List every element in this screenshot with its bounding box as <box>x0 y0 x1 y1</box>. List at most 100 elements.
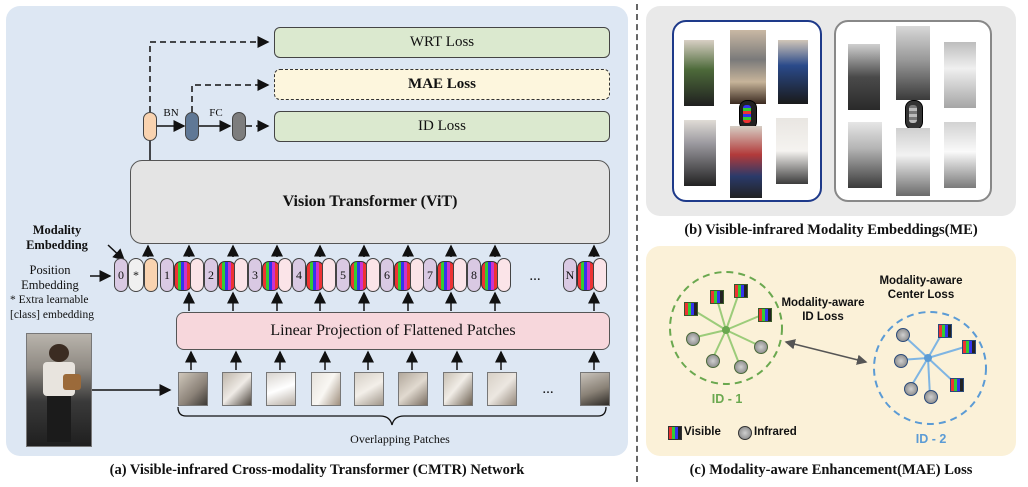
infrared-person-image <box>896 128 930 196</box>
input-person-image <box>26 333 92 447</box>
panel-b-caption: (b) Visible-infrared Modality Embeddings… <box>684 222 978 238</box>
patch-image-6 <box>398 372 428 406</box>
position-pill: 6 <box>380 258 394 292</box>
modality-pill <box>190 258 204 292</box>
wrt-loss-box: WRT Loss <box>274 27 610 58</box>
position-pill: 1 <box>160 258 174 292</box>
position-pill: 5 <box>336 258 350 292</box>
legend-infrared-label: Infrared <box>754 426 797 438</box>
gray-circle-icon <box>754 340 768 354</box>
rgb-grid-icon <box>758 308 772 322</box>
rgb-grid-icon <box>962 340 976 354</box>
fc-node <box>232 112 246 141</box>
modality-pill <box>366 258 380 292</box>
infrared-person-image <box>944 122 976 188</box>
patch-image-1 <box>178 372 208 406</box>
visible-images-frame <box>672 20 822 202</box>
rgb-grid-icon <box>684 302 698 316</box>
gray-circle-icon <box>894 354 908 368</box>
patch-image-4 <box>311 372 341 406</box>
cls-output-node <box>143 112 157 141</box>
cls-modality-token <box>144 258 158 292</box>
patch-image-2 <box>222 372 252 406</box>
patch-image-7 <box>443 372 473 406</box>
linear-projection-box: Linear Projection of Flattened Patches <box>176 312 610 350</box>
cluster-id2-label: ID - 2 <box>915 432 947 446</box>
rgb-grid-icon <box>950 378 964 392</box>
extra-class-note: * Extra learnable [class] embedding <box>10 294 94 321</box>
panel-a-caption: (a) Visible-infrared Cross-modality Tran… <box>109 462 525 478</box>
position-pill: N <box>563 258 577 292</box>
patch-image-5 <box>354 372 384 406</box>
visible-person-image <box>730 126 762 198</box>
gray-circle-icon <box>706 354 720 368</box>
legend-visible-label: Visible <box>684 426 721 438</box>
gray-circle-icon <box>896 328 910 342</box>
patch-image-8 <box>487 372 517 406</box>
token-number: 5 <box>340 268 346 282</box>
fc-label: FC <box>209 107 223 119</box>
patch-image-3 <box>266 372 296 406</box>
mae-loss-box: MAE Loss <box>274 69 610 100</box>
modality-pill <box>322 258 336 292</box>
gray-circle-icon <box>924 390 938 404</box>
vit-box: Vision Transformer (ViT) <box>130 160 610 244</box>
cluster-id1-label: ID - 1 <box>711 392 743 406</box>
id-loss-label: Modality-aware ID Loss <box>781 297 865 323</box>
position-token-0: 0 <box>114 258 128 292</box>
position-pill: 8 <box>467 258 481 292</box>
position-pill: 3 <box>248 258 262 292</box>
token-number: 1 <box>164 268 170 282</box>
gray-circle-icon <box>686 332 700 346</box>
position-embedding-label: Position Embedding <box>21 263 79 292</box>
gray-circle-icon <box>904 382 918 396</box>
position-pill: 2 <box>204 258 218 292</box>
modality-embedding-label: Modality Embedding <box>26 223 88 252</box>
modality-pill <box>593 258 607 292</box>
token-number: 4 <box>296 268 302 282</box>
modality-pill <box>497 258 511 292</box>
position-pill: 4 <box>292 258 306 292</box>
token-number: 3 <box>252 268 258 282</box>
rgb-grid-icon <box>734 284 748 298</box>
token-number: 2 <box>208 268 214 282</box>
position-pill: 7 <box>423 258 437 292</box>
visible-person-image <box>778 40 808 104</box>
token-number: N <box>565 268 575 282</box>
visible-person-image <box>776 118 808 184</box>
class-token-label: * <box>133 268 139 282</box>
gray-circle-icon <box>734 360 748 374</box>
rgb-grid-icon <box>710 290 724 304</box>
visible-person-image <box>684 120 716 186</box>
panel-c-caption: (c) Modality-aware Enhancement(MAE) Loss <box>689 462 973 478</box>
token-0-label: 0 <box>118 268 124 282</box>
infrared-person-image <box>896 26 930 100</box>
patch-image-n <box>580 372 610 406</box>
modality-pill <box>234 258 248 292</box>
token-number: 7 <box>427 268 433 282</box>
token-number: 6 <box>384 268 390 282</box>
bn-node <box>185 112 199 141</box>
panel-divider <box>636 4 638 482</box>
visible-person-image <box>684 40 714 106</box>
infrared-person-image <box>848 122 882 188</box>
cluster-id1-boundary <box>669 271 783 385</box>
infrared-images-frame <box>834 20 992 202</box>
class-token: * <box>128 258 144 292</box>
legend-infrared-icon <box>738 426 752 440</box>
infrared-person-image <box>848 44 880 110</box>
overlapping-patches-label: Overlapping Patches <box>350 432 450 446</box>
patches-ellipsis: ... <box>542 381 554 397</box>
id-loss-box: ID Loss <box>274 111 610 142</box>
modality-pill <box>278 258 292 292</box>
visible-person-image <box>730 30 766 104</box>
token-ellipsis: ... <box>529 268 541 284</box>
center-loss-label: Modality-aware Center Loss <box>879 275 963 301</box>
cluster-id2-boundary <box>873 311 987 425</box>
legend-visible-icon <box>668 426 682 440</box>
bn-label: BN <box>163 107 179 119</box>
token-number: 8 <box>471 268 477 282</box>
rgb-grid-icon <box>938 324 952 338</box>
